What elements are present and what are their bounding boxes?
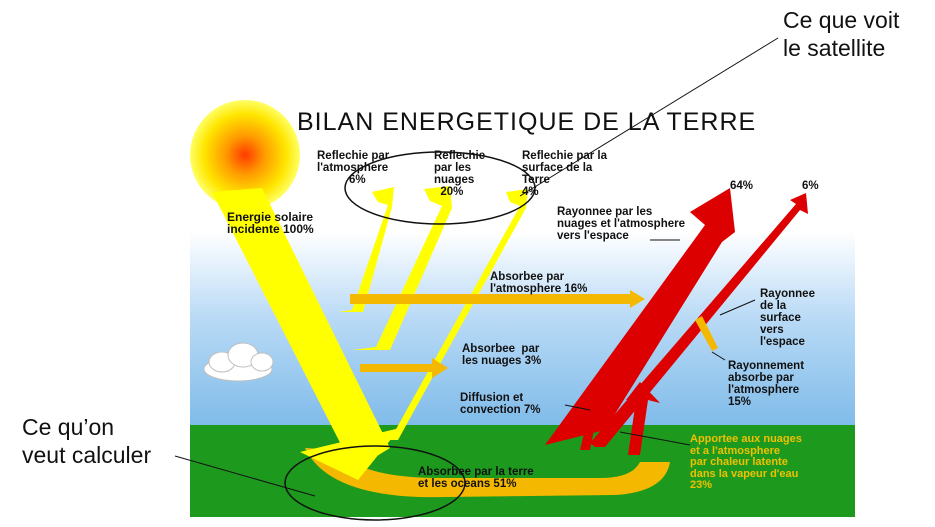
ground-absorption-band [305,448,670,498]
label-latent: Apportee aux nuages et a l'atmosphere pa… [690,433,802,491]
label-refl-atmos: Reflechie par l'atmosphere 6% [317,150,390,186]
abs-clouds-arrow [360,358,448,378]
rad-absorbed-arrow [695,316,718,351]
label-rad-clouds: Rayonnee par les nuages et l'atmosphere … [557,206,685,242]
calculate-callout: Ce qu’on veut calculer [22,414,152,468]
cloud-icon [203,342,274,382]
diffusion-arrow [560,385,610,450]
latent-arrow [608,382,660,455]
label-refl-clouds: Reflechie par les nuages 20% [434,150,486,198]
reflect-atmos-arrow [338,187,394,312]
label-diffusion: Diffusion et convection 7% [460,392,541,416]
ground-background [190,425,855,517]
label-incident: Energie solaire incidente 100% [227,210,314,236]
surface-ellipse [284,445,466,521]
reflect-clouds-arrow [352,186,452,350]
label-abs-ground: Absorbee par la terre et les oceans 51% [418,466,534,490]
abs-atmos-arrow [350,290,645,308]
incident-beam [212,188,390,470]
label-rad-absorbed: Rayonnement absorbe par l'atmosphere 15% [728,360,805,408]
label-pct-64: 64% [730,180,754,192]
label-pct-6: 6% [802,180,819,192]
incident-arrowhead [300,428,400,480]
sun-icon [190,100,300,210]
label-abs-atmos: Absorbee par l'atmosphere 16% [490,271,588,295]
satellite-callout: Ce que voit le satellite [783,7,900,61]
pointer-lines [174,37,779,497]
label-abs-clouds: Absorbee par les nuages 3% [462,343,542,367]
rad-clouds-arrow [545,188,735,445]
label-refl-surface: Reflechie par la surface de la Terre 4% [522,150,608,198]
diagram-title: BILAN ENERGETIQUE DE LA TERRE [297,108,757,136]
satellite-ellipse [344,151,536,225]
label-rad-surface: Rayonnee de la surface vers l'espace [760,288,815,348]
